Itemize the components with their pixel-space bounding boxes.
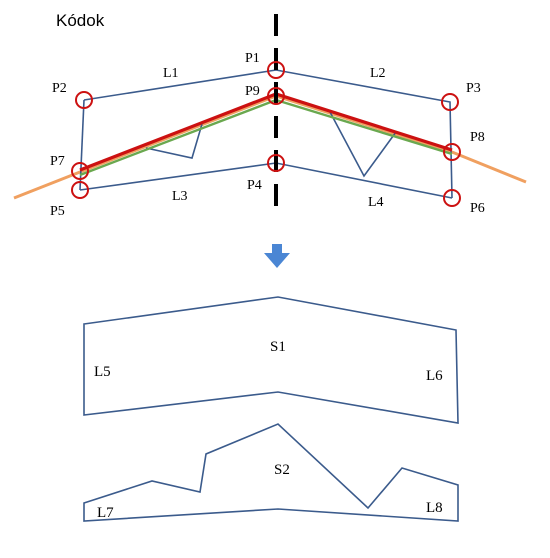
label-l1: L1 bbox=[163, 66, 179, 81]
crease-line bbox=[79, 92, 453, 172]
marker-p8 bbox=[443, 143, 461, 161]
outline-left-side bbox=[79, 99, 85, 191]
shape-s1: S1 L5 L6 bbox=[83, 296, 459, 424]
marker-p2 bbox=[75, 91, 93, 109]
outline-bottom bbox=[79, 162, 453, 199]
shape-s1-left-label: L5 bbox=[94, 364, 111, 380]
label-l4: L4 bbox=[368, 195, 384, 210]
extension-line bbox=[13, 94, 527, 200]
label-p9: P9 bbox=[245, 84, 260, 99]
label-p3: P3 bbox=[466, 81, 481, 96]
marker-p4 bbox=[267, 154, 285, 172]
label-p2: P2 bbox=[52, 81, 67, 96]
marker-p7 bbox=[71, 162, 89, 180]
shape-s1-name: S1 bbox=[270, 339, 286, 355]
shape-s2: S2 L7 L8 bbox=[83, 423, 459, 522]
label-p8: P8 bbox=[470, 130, 485, 145]
label-p4: P4 bbox=[247, 178, 262, 193]
label-p6: P6 bbox=[470, 201, 485, 216]
marker-p3 bbox=[441, 93, 459, 111]
label-l2: L2 bbox=[370, 66, 386, 81]
shape-s2-right-label: L8 bbox=[426, 500, 443, 516]
label-p1: P1 bbox=[245, 51, 260, 66]
marker-p5 bbox=[71, 181, 89, 199]
shape-s2-name: S2 bbox=[274, 462, 290, 478]
fold-diagram: L1 L2 L3 L4 P1 P2 P3 P4 P5 P6 P7 P8 P9 bbox=[13, 14, 527, 219]
marker-p1 bbox=[267, 61, 285, 79]
diagram-title: Kódok bbox=[56, 11, 105, 30]
inner-triangle-right bbox=[329, 111, 397, 178]
shape-s2-left-label: L7 bbox=[97, 505, 114, 521]
shape-s1-right-label: L6 bbox=[426, 368, 443, 384]
label-l3: L3 bbox=[172, 189, 188, 204]
shape-s2-outline bbox=[83, 423, 459, 522]
inner-triangle-left bbox=[145, 123, 203, 159]
marker-p9 bbox=[267, 87, 285, 105]
down-arrow-icon bbox=[264, 244, 290, 268]
label-p7: P7 bbox=[50, 154, 65, 169]
marker-p6 bbox=[443, 189, 461, 207]
shape-s1-outline bbox=[83, 296, 459, 424]
label-p5: P5 bbox=[50, 204, 65, 219]
